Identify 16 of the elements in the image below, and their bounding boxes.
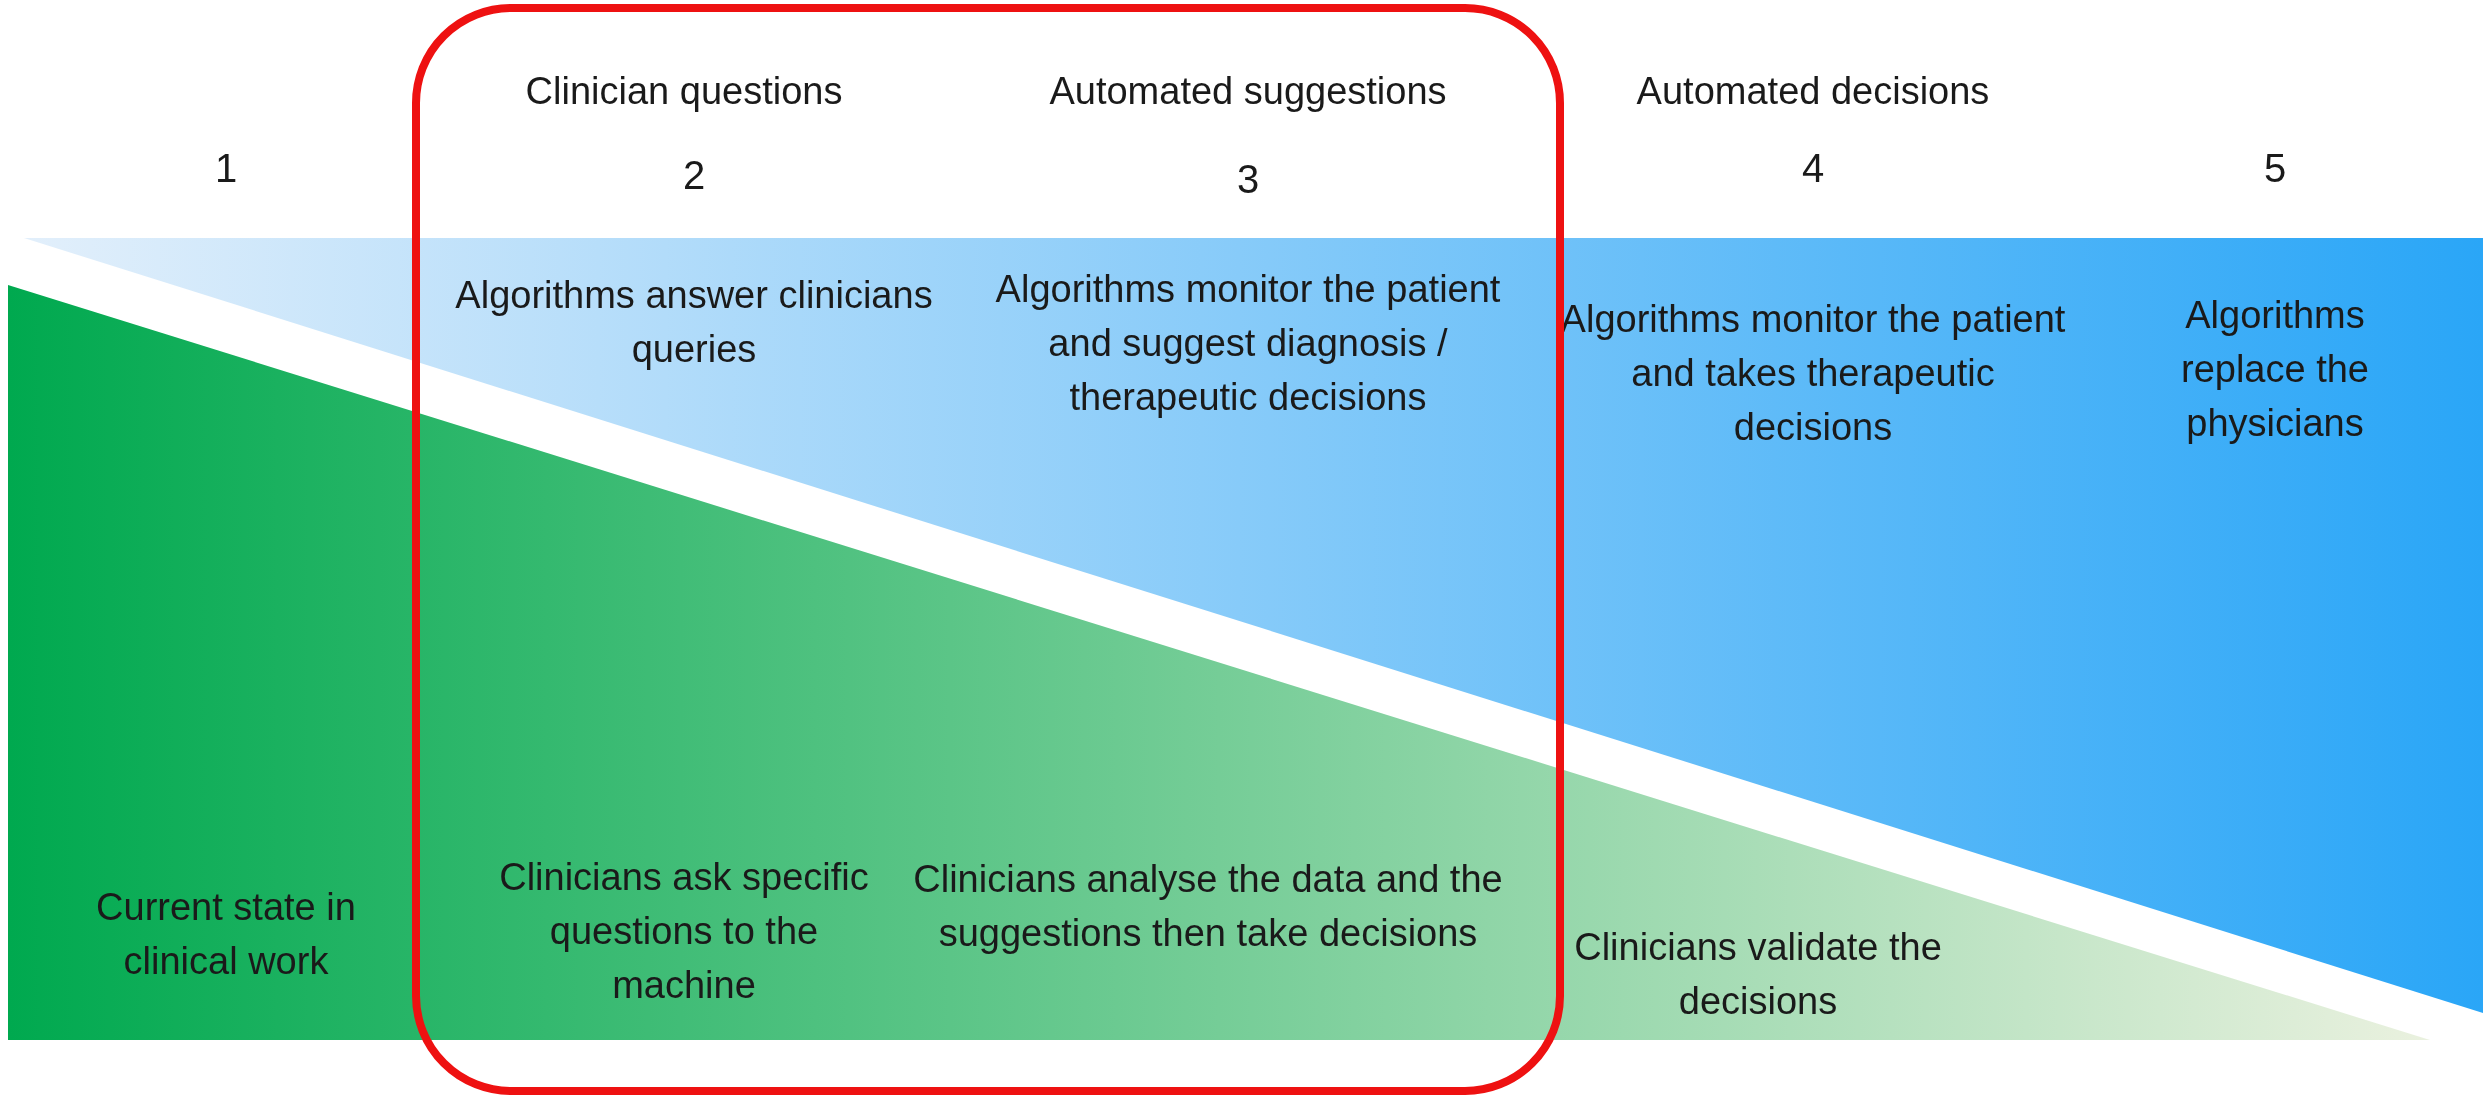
algorithm-role-text: Algorithms monitor the patient and suggest diagnosis / therapeutic decisions (994, 267, 1502, 420)
clinician-role-text: Clinicians ask specific questions to the machine (498, 855, 870, 1008)
stage-number: 5 (2263, 146, 2287, 190)
algorithm-role-text: Algorithms replace the physicians (2180, 293, 2370, 446)
clinician-role-text: Clinicians validate the decisions (1573, 925, 1943, 1024)
stage-number: 4 (1801, 146, 1825, 190)
stage-title: Clinician questions (525, 70, 843, 112)
clinician-role-text: Clinicians analyse the data and the suggestions then take decisions (912, 857, 1504, 956)
algorithm-role-text: Algorithms answer clinicians queries (454, 273, 934, 372)
algorithm-role-text: Algorithms monitor the patient and takes therapeutic decisions (1559, 297, 2067, 450)
stage-title: Automated suggestions (1049, 70, 1447, 112)
stage-number: 3 (1236, 157, 1260, 201)
stage-number: 1 (214, 146, 238, 190)
clinician-role-text: Current state in clinical work (95, 885, 357, 984)
stage-number: 2 (682, 153, 706, 197)
stage-title: Automated decisions (1636, 70, 1990, 112)
